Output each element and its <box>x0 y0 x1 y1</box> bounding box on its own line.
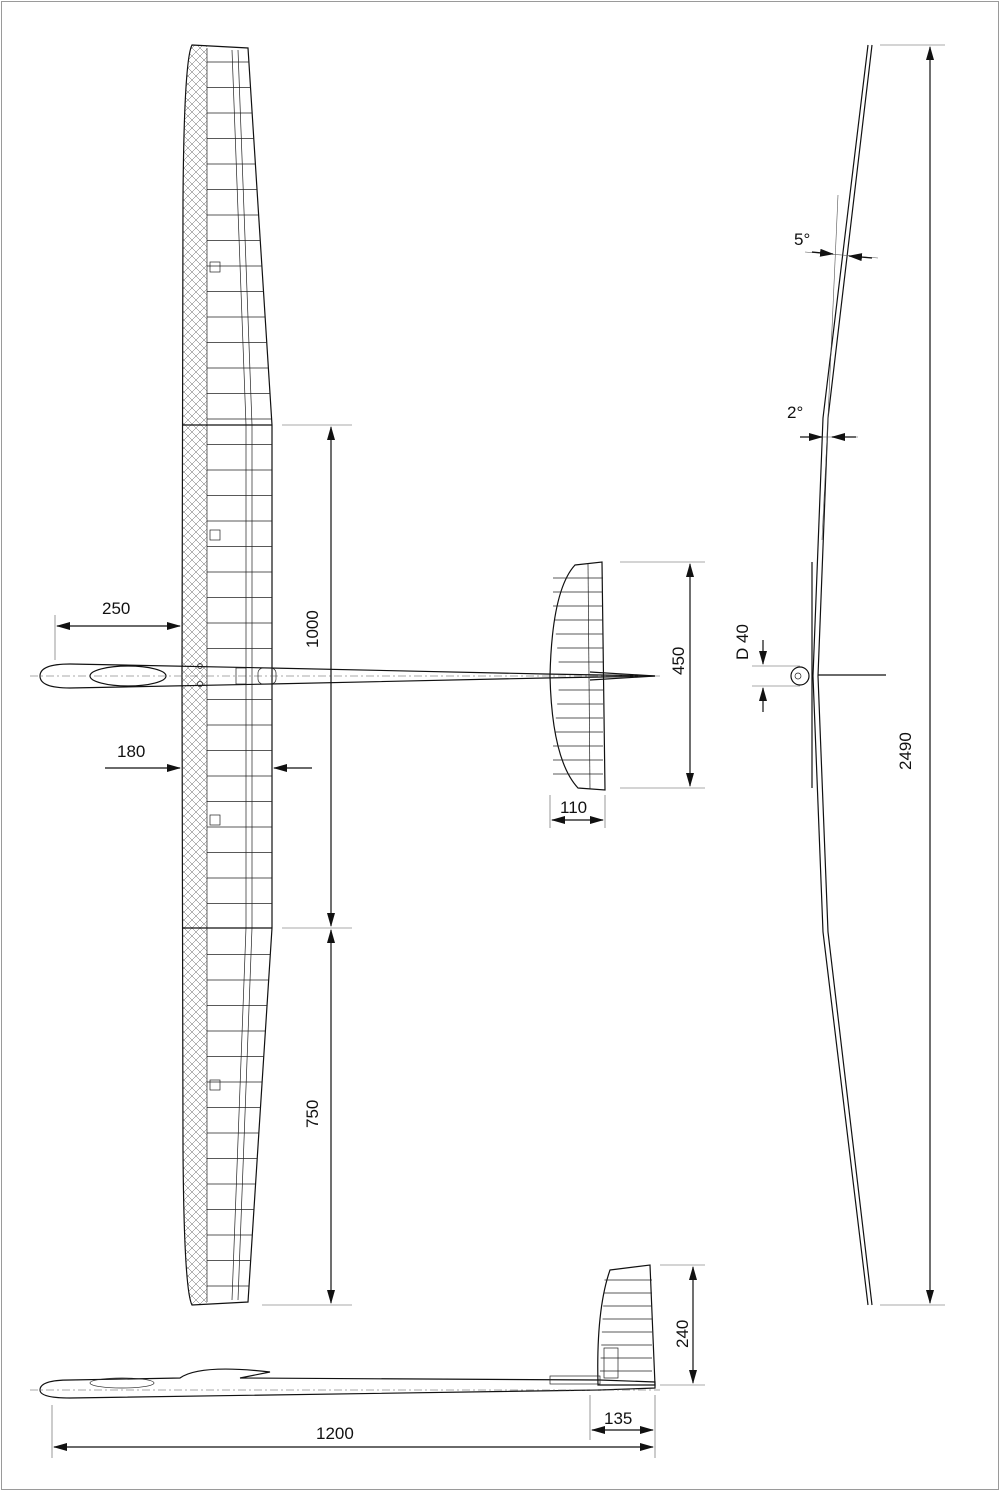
side-view <box>30 1264 660 1399</box>
servo-icon <box>209 814 221 826</box>
dimensions: 250 180 1000 750 450 110 D 40 2490 5° <box>51 44 945 1458</box>
fuselage-top-view <box>30 663 660 689</box>
dim-outer-dihedral: 5° <box>794 230 810 249</box>
dim-stab-chord: 110 <box>560 798 587 817</box>
front-view <box>790 44 886 1306</box>
wing-le-hatch <box>182 45 207 1305</box>
stabilizer-top-view <box>549 561 656 791</box>
servo-icon <box>209 1079 221 1091</box>
dim-wingspan: 2490 <box>896 732 915 770</box>
dim-fin-chord: 135 <box>604 1409 632 1428</box>
servo-icon <box>209 529 221 541</box>
wing-top-view <box>181 44 273 1306</box>
dim-fuselage-length: 1200 <box>316 1424 354 1443</box>
dim-root-chord: 180 <box>117 742 145 761</box>
dim-nose-to-le: 250 <box>102 599 130 618</box>
dim-inner-dihedral: 2° <box>787 403 803 422</box>
dim-fin-height: 240 <box>673 1320 692 1348</box>
dim-center-panel: 1000 <box>303 610 322 648</box>
dim-fuselage-diameter: D 40 <box>733 624 752 660</box>
dim-outer-panel: 750 <box>303 1100 322 1128</box>
dim-stab-span: 450 <box>669 647 688 675</box>
servo-icon <box>209 261 221 273</box>
wing-outline <box>181 44 273 1306</box>
